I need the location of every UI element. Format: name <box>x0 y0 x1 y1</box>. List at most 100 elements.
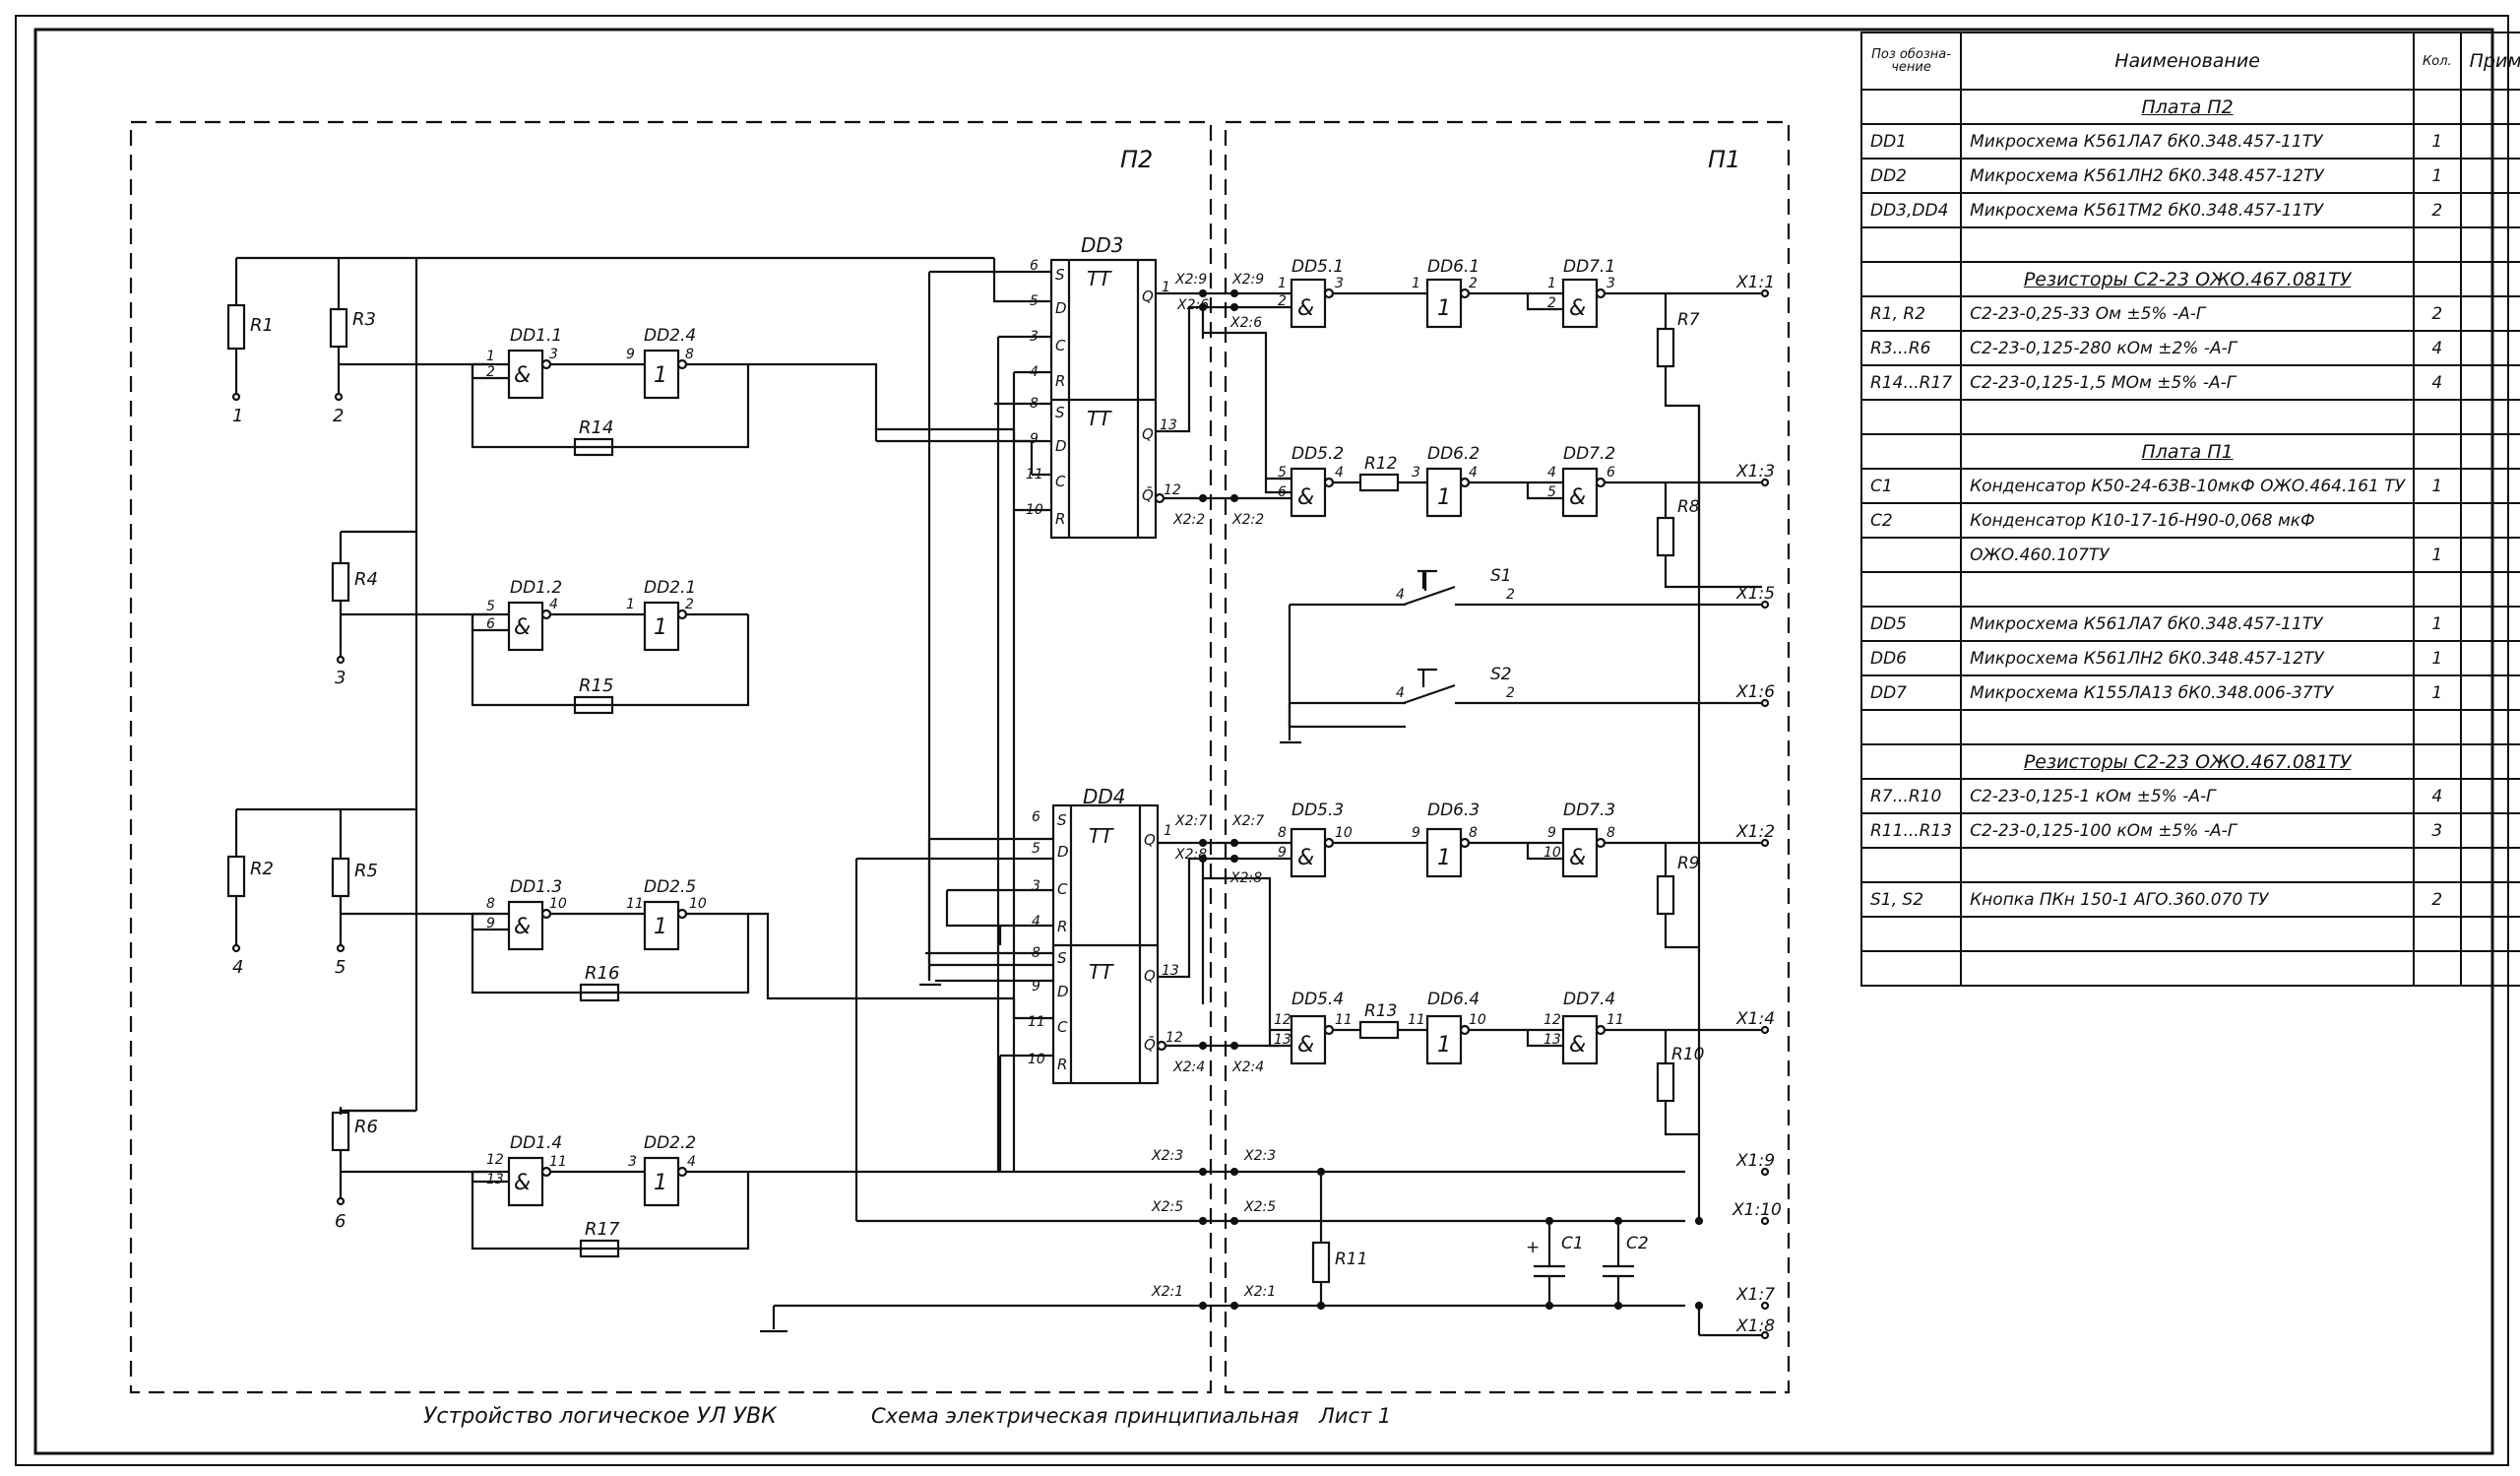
bom-note-cell <box>2459 709 2520 745</box>
pin-label: 1 <box>1164 823 1172 839</box>
pin-label: 11 <box>1026 467 1043 482</box>
bom-note-cell <box>2459 571 2520 608</box>
bom-note-cell <box>2459 89 2520 125</box>
gate-dd1-2 <box>507 601 544 652</box>
bom-name-cell <box>1960 571 2416 608</box>
pin-d: D <box>1055 299 1067 317</box>
bom-note-cell <box>2459 399 2520 435</box>
x2-5-label-p1: X2:5 <box>1243 1199 1276 1215</box>
bom-note-cell <box>2459 743 2520 780</box>
resistor-r8 <box>1656 516 1675 557</box>
bom-pos-cell <box>1859 537 1963 573</box>
bom-note-cell <box>2459 261 2520 297</box>
resistor-r17 <box>579 1239 620 1258</box>
tt-label: TT <box>1089 960 1114 984</box>
bom-pos-cell <box>1859 743 1963 780</box>
pin-r: R <box>1055 372 1065 390</box>
and-sym-2: & <box>514 615 531 640</box>
tt-label: TT <box>1087 267 1112 290</box>
bom-note-cell <box>2459 364 2520 401</box>
pin-label: 10 <box>1026 502 1043 518</box>
x1-6-label: X1:6 <box>1735 682 1775 702</box>
bom-note-cell <box>2459 295 2520 332</box>
r8-label: R8 <box>1677 497 1700 517</box>
bom-name-cell: Микросхема К561ЛА7 бК0.348.457-11ТУ <box>1960 606 2416 642</box>
dd4-label: DD4 <box>1083 785 1126 808</box>
title-device: Устройство логическое УЛ УВК <box>423 1404 777 1429</box>
pin-label: 2 <box>1469 276 1478 291</box>
pin-label: 1 <box>626 597 635 612</box>
bom-qty-cell: 1 <box>2413 158 2462 194</box>
bom-name-cell: Конденсатор К50-24-63В-10мкФ ОЖО.464.161… <box>1960 468 2416 504</box>
bom-section-title: Резисторы С2-23 ОЖО.467.081ТУ <box>1960 261 2416 297</box>
pin-label: 4 <box>687 1154 696 1170</box>
bom-row <box>1859 847 2520 883</box>
dd6-4-label: DD6.4 <box>1427 990 1480 1009</box>
and-sym: & <box>1297 846 1314 870</box>
pin-label: 2 <box>1547 295 1556 311</box>
x2-3-label-p1: X2:3 <box>1243 1148 1276 1164</box>
bom-pos-cell: С1 <box>1859 468 1963 504</box>
x1-5-label: X1:5 <box>1735 584 1775 604</box>
pin-label: 8 <box>1469 825 1478 841</box>
bom-note-cell <box>2459 537 2520 573</box>
bom-pos-cell: S1, S2 <box>1859 881 1963 918</box>
dd1-1-label: DD1.1 <box>510 326 562 346</box>
dd6-1-label: DD6.1 <box>1427 257 1480 277</box>
gate-dd1-4 <box>507 1156 544 1207</box>
bom-pos-cell <box>1859 399 1963 435</box>
pin-qbar: Q̄ <box>1142 485 1154 504</box>
pin-c: C <box>1055 337 1066 354</box>
bom-name-cell <box>1960 950 2416 987</box>
bom-note-cell <box>2459 812 2520 849</box>
x1-2-label: X1:2 <box>1735 822 1775 842</box>
bom-name-cell: Микросхема К561ЛА7 бК0.348.457-11ТУ <box>1960 123 2416 160</box>
pin-label: 1 <box>1547 276 1556 291</box>
r2-label: R2 <box>250 859 274 879</box>
dd7-3-label: DD7.3 <box>1563 801 1615 820</box>
bom-pos-cell: R3...R6 <box>1859 330 1963 366</box>
gate-dd6-3 <box>1425 827 1463 878</box>
pin-label: 4 <box>1030 364 1039 380</box>
r15-label: R15 <box>579 675 613 696</box>
bom-qty-cell <box>2413 399 2462 435</box>
pin-label: 13 <box>1274 1032 1292 1048</box>
x2-9-label: X2:9 <box>1174 272 1207 288</box>
dd5-2-label: DD5.2 <box>1292 444 1344 464</box>
bom-note-cell <box>2459 847 2520 883</box>
x2-7-label-p1: X2:7 <box>1231 813 1264 829</box>
and-sym: & <box>1569 846 1586 870</box>
gate-dd5-1 <box>1290 278 1327 329</box>
pin-label: 4 <box>549 597 558 612</box>
pin-label: 9 <box>1412 825 1420 841</box>
bom-qty-cell: 2 <box>2413 881 2462 918</box>
input-5-label: 5 <box>335 957 346 978</box>
x2-2-label: X2:2 <box>1172 512 1205 528</box>
x2-6-label-p1: X2:6 <box>1229 315 1262 331</box>
bom-pos-cell: DD3,DD4 <box>1859 192 1963 228</box>
bom-qty-cell <box>2413 709 2462 745</box>
pin-s: S <box>1057 949 1067 967</box>
and-sym-4: & <box>514 1171 531 1195</box>
and-sym: & <box>1297 1033 1314 1058</box>
pin-label: 8 <box>1278 825 1287 841</box>
pin-label: 8 <box>685 347 694 362</box>
resistor-r10 <box>1656 1061 1675 1103</box>
ground-bottom-left <box>760 1304 1685 1333</box>
dd5-3-label: DD5.3 <box>1292 801 1344 820</box>
trigger-dd3 <box>1049 258 1158 540</box>
bom-section-title: Плата П1 <box>1960 433 2416 470</box>
bom-name-cell: Конденсатор К10-17-1б-Н90-0,068 мкФ <box>1960 502 2416 539</box>
bom-qty-cell: 2 <box>2413 192 2462 228</box>
x2-4-label-p1: X2:4 <box>1231 1059 1264 1075</box>
pin-label: 10 <box>1469 1012 1486 1028</box>
and-sym: & <box>1297 296 1314 321</box>
pin-label: 2 <box>1278 293 1287 309</box>
bom-note-cell <box>2459 158 2520 194</box>
c2-label: C2 <box>1626 1234 1649 1253</box>
bom-pos-cell <box>1859 89 1963 125</box>
pin-label: 6 <box>1032 809 1040 825</box>
